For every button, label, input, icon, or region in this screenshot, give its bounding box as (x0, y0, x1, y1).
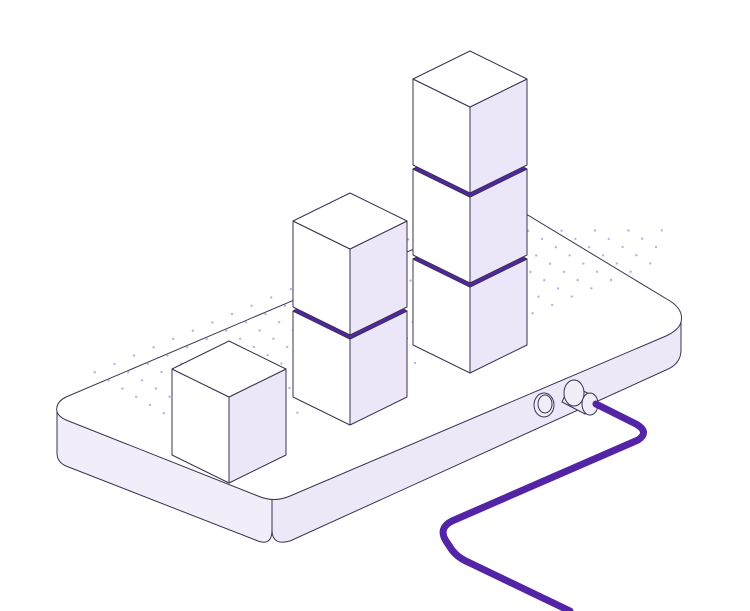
board-dot (278, 321, 281, 324)
board-dot (272, 337, 275, 340)
board-dot (635, 254, 638, 257)
board-dot (409, 279, 412, 282)
board-dot (527, 229, 530, 232)
board-dot (568, 254, 571, 257)
board-dot (121, 387, 124, 390)
cable-jack-icon (561, 379, 599, 416)
board-dot (576, 278, 579, 282)
board-dot (152, 346, 155, 349)
stack-middle-cube-2-top-face (292, 192, 408, 250)
board-dot (535, 254, 538, 257)
board-dot (270, 296, 273, 299)
board-dot (574, 237, 577, 241)
board-dot (135, 395, 138, 398)
board-dot (238, 337, 242, 340)
board-dot (641, 237, 644, 240)
board-dot (280, 362, 283, 365)
board-dot (225, 329, 228, 332)
board-dot (286, 345, 289, 349)
board-dot (127, 370, 130, 374)
board-dot (590, 287, 593, 290)
board-dot (537, 295, 540, 298)
board-dot (627, 229, 630, 232)
board-dot (554, 246, 557, 249)
board-dot (593, 229, 597, 232)
board-dot (560, 229, 563, 232)
board-dot (162, 412, 165, 415)
cable-icon (439, 400, 647, 611)
board-dot (654, 245, 658, 249)
board-dot (250, 304, 253, 307)
board-dot (148, 403, 152, 407)
base-board-right-side (271, 321, 682, 543)
board-dot (191, 329, 194, 332)
board-dot (551, 303, 554, 307)
board-dot (621, 245, 624, 249)
board-dot (615, 262, 618, 265)
board-dot (172, 337, 175, 341)
board-dot (283, 304, 287, 307)
board-dot (556, 287, 560, 290)
stack-back-cube-3 (412, 50, 528, 194)
board-dot (146, 362, 149, 365)
board-dot (258, 329, 261, 332)
board-dot (264, 312, 267, 316)
cube-stacks (171, 50, 528, 484)
board-dot (140, 379, 144, 382)
board-dot (649, 262, 652, 265)
board-dot (132, 354, 136, 357)
board-dot (582, 262, 585, 265)
board-dot (601, 254, 605, 257)
board-dot (205, 337, 208, 341)
board-dot (230, 312, 234, 316)
board-dot (166, 354, 169, 357)
board-dot (540, 237, 544, 241)
board-dot (289, 288, 292, 291)
board-dot (407, 238, 410, 241)
board-dot (211, 321, 214, 324)
board-dot (160, 370, 163, 374)
stack-front-cube-1 (171, 340, 287, 484)
board-dot (288, 386, 291, 390)
board-dot (529, 270, 532, 274)
board-dot (543, 279, 546, 282)
board-dot (548, 262, 552, 265)
board-dot (266, 354, 269, 357)
port-group (533, 379, 599, 418)
board-dot (244, 321, 247, 324)
board-dot (531, 312, 534, 315)
board-dot (660, 229, 663, 232)
stack-front-cube-1-top-face (171, 340, 287, 398)
knob-icon (533, 392, 555, 418)
stack-back-cube-3-top-face (412, 50, 528, 108)
board-dot (629, 270, 632, 273)
board-dot (113, 362, 116, 366)
board-dot (588, 245, 591, 249)
board-dot (609, 278, 613, 282)
board-dot (570, 295, 573, 298)
board-dot (607, 237, 610, 240)
board-dot (93, 371, 97, 374)
board-dot (296, 411, 299, 414)
stack-middle-cube-2 (292, 192, 408, 336)
board-dot (107, 379, 110, 382)
board-dot (168, 395, 171, 398)
board-dot (185, 346, 189, 349)
board-dot (252, 345, 255, 349)
board-dot (154, 387, 157, 390)
board-dot (413, 361, 417, 365)
board-dot (596, 270, 599, 273)
board-dot (562, 270, 565, 274)
